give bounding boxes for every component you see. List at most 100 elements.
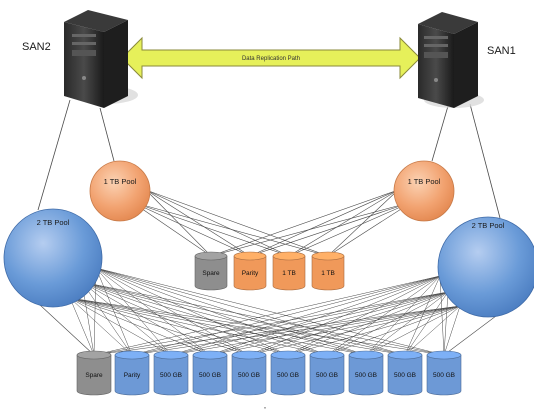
disk-label: Parity — [124, 372, 141, 379]
disk-label: Parity — [242, 270, 259, 277]
replication-label: Data Replication Path — [242, 56, 300, 62]
link-line — [404, 291, 449, 356]
link-line — [81, 281, 406, 356]
link-line — [431, 105, 449, 162]
disk-label: 1 TB — [282, 270, 296, 277]
link-line — [288, 201, 413, 257]
san2-server — [64, 10, 138, 108]
san2-label: SAN2 — [22, 41, 51, 53]
link-line — [131, 201, 290, 257]
disk-small-0: Spare — [194, 251, 228, 291]
link-line — [81, 281, 367, 356]
link-line — [443, 291, 449, 356]
link-line — [81, 281, 250, 356]
disk-label: 500 GB — [355, 372, 377, 379]
page-marker: " — [264, 407, 267, 414]
link-line — [69, 297, 211, 356]
link-line — [248, 305, 461, 356]
link-line — [39, 304, 95, 356]
link-line — [81, 281, 289, 356]
disk-large-4: 500 GB — [231, 350, 267, 396]
link-line — [69, 297, 95, 356]
link-line — [365, 291, 449, 356]
link-line — [131, 201, 212, 257]
small-disk-group: Spare Parity 1 TB 1 TB — [194, 251, 345, 291]
disk-large-5: 500 GB — [270, 350, 306, 396]
link-line — [326, 291, 449, 356]
link-line — [170, 275, 441, 356]
disk-large-6: 500 GB — [309, 350, 345, 396]
link-line — [443, 315, 497, 356]
disk-large-7: 500 GB — [348, 350, 384, 396]
disk-label: 500 GB — [238, 372, 260, 379]
disk-large-8: 500 GB — [387, 350, 423, 396]
disk-large-3: 500 GB — [192, 350, 228, 396]
link-line — [81, 281, 445, 356]
disk-label: 500 GB — [277, 372, 299, 379]
link-line — [69, 297, 133, 356]
link-line — [145, 189, 329, 257]
link-line — [443, 305, 461, 356]
link-line — [249, 189, 399, 257]
link-line — [69, 297, 445, 356]
link-line — [210, 201, 413, 257]
link-line — [249, 201, 413, 257]
link-line — [95, 267, 133, 356]
link-line — [288, 189, 399, 257]
disk-large-0: Spare — [76, 350, 112, 396]
link-line — [81, 281, 133, 356]
disk-label: 500 GB — [316, 372, 338, 379]
disk-small-1: Parity — [233, 251, 267, 291]
replication-arrow: Data Replication Path — [121, 36, 421, 80]
link-line — [95, 267, 250, 356]
link-line — [95, 267, 289, 356]
link-line — [287, 291, 449, 356]
link-line — [93, 275, 441, 356]
disk-large-9: 500 GB — [426, 350, 462, 396]
large-disk-group: Spare Parity 500 GB 500 GB 500 GB 500 GB 500 G… — [76, 350, 462, 396]
disk-label: 500 GB — [433, 372, 455, 379]
link-line — [170, 305, 461, 356]
link-line — [69, 297, 328, 356]
link-line — [69, 297, 406, 356]
disk-large-1: Parity — [114, 350, 150, 396]
link-line — [326, 305, 461, 356]
link-line — [95, 267, 406, 356]
pool-right-2tb: 2 TB Pool — [437, 216, 534, 318]
link-line — [95, 267, 445, 356]
pool-left-1tb: 1 TB Pool — [89, 160, 151, 222]
link-line — [210, 189, 399, 257]
disk-label: 500 GB — [394, 372, 416, 379]
link-line — [69, 297, 250, 356]
connection-lines — [37, 99, 501, 356]
link-line — [469, 103, 501, 219]
pool-right-1tb-label: 1 TB Pool — [408, 177, 441, 186]
disk-small-2: 1 TB — [272, 251, 306, 291]
link-line — [404, 305, 461, 356]
link-line — [365, 275, 441, 356]
link-line — [209, 291, 449, 356]
link-line — [69, 297, 367, 356]
link-line — [248, 275, 441, 356]
link-line — [365, 305, 461, 356]
link-line — [37, 99, 71, 211]
pool-left-2tb-label: 2 TB Pool — [37, 218, 70, 227]
link-line — [81, 281, 211, 356]
disk-label: Spare — [85, 372, 103, 379]
link-line — [95, 267, 211, 356]
link-line — [145, 189, 251, 257]
disk-label: 500 GB — [160, 372, 182, 379]
disk-small-3: 1 TB — [311, 251, 345, 291]
link-line — [327, 189, 399, 257]
link-line — [69, 297, 289, 356]
disk-label: 1 TB — [321, 270, 335, 277]
link-line — [145, 189, 290, 257]
link-line — [69, 297, 172, 356]
link-line — [131, 201, 251, 257]
link-line — [81, 281, 172, 356]
disk-large-2: 500 GB — [153, 350, 189, 396]
san1-server — [418, 12, 484, 108]
link-line — [209, 275, 441, 356]
